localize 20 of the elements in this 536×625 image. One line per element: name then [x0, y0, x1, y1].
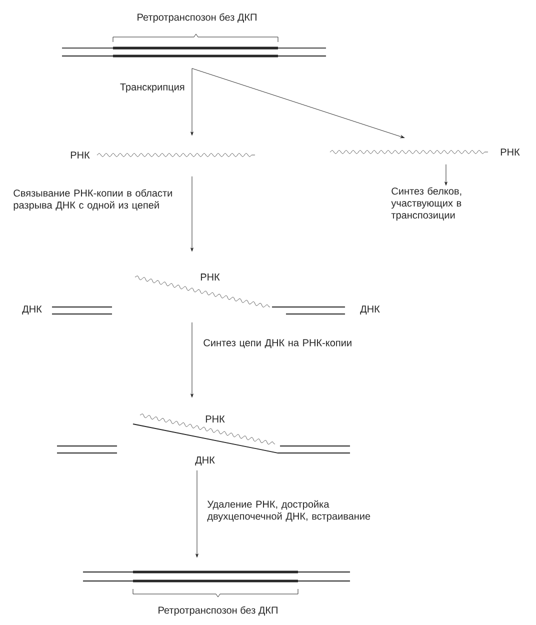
strand-label: РНК [500, 148, 520, 156]
arrow [190, 176, 194, 252]
strand-label: ДНК [195, 456, 215, 466]
arrow [444, 164, 448, 186]
strand-label: РНК [70, 152, 90, 158]
strand-label: РНК [200, 274, 220, 280]
strand-label: ДНК [360, 306, 380, 314]
strand-label: Ретротранспозон без ДКП [138, 13, 256, 23]
arrow [196, 470, 198, 558]
edge-label: Связывание РНК-копии в области разрыва ДНК с одной из цепей [14, 189, 172, 211]
strand-label: РНК [206, 416, 225, 422]
process-note: Синтез белков, участвующих в транспозиции [391, 187, 462, 221]
strand-label: ДНК [22, 306, 42, 314]
arrow [192, 68, 405, 138]
arrow [190, 68, 194, 136]
edge-label: Синтез цепи ДНК на РНК-копии [204, 339, 352, 348]
edge-label: Транскрипция [120, 84, 184, 92]
edge-label: Удаление РНК, достройка двухцепочечной ДНК, встраивание [207, 500, 370, 522]
arrow [190, 322, 194, 398]
strand-label: Ретротранспозон без ДКП [158, 606, 278, 616]
